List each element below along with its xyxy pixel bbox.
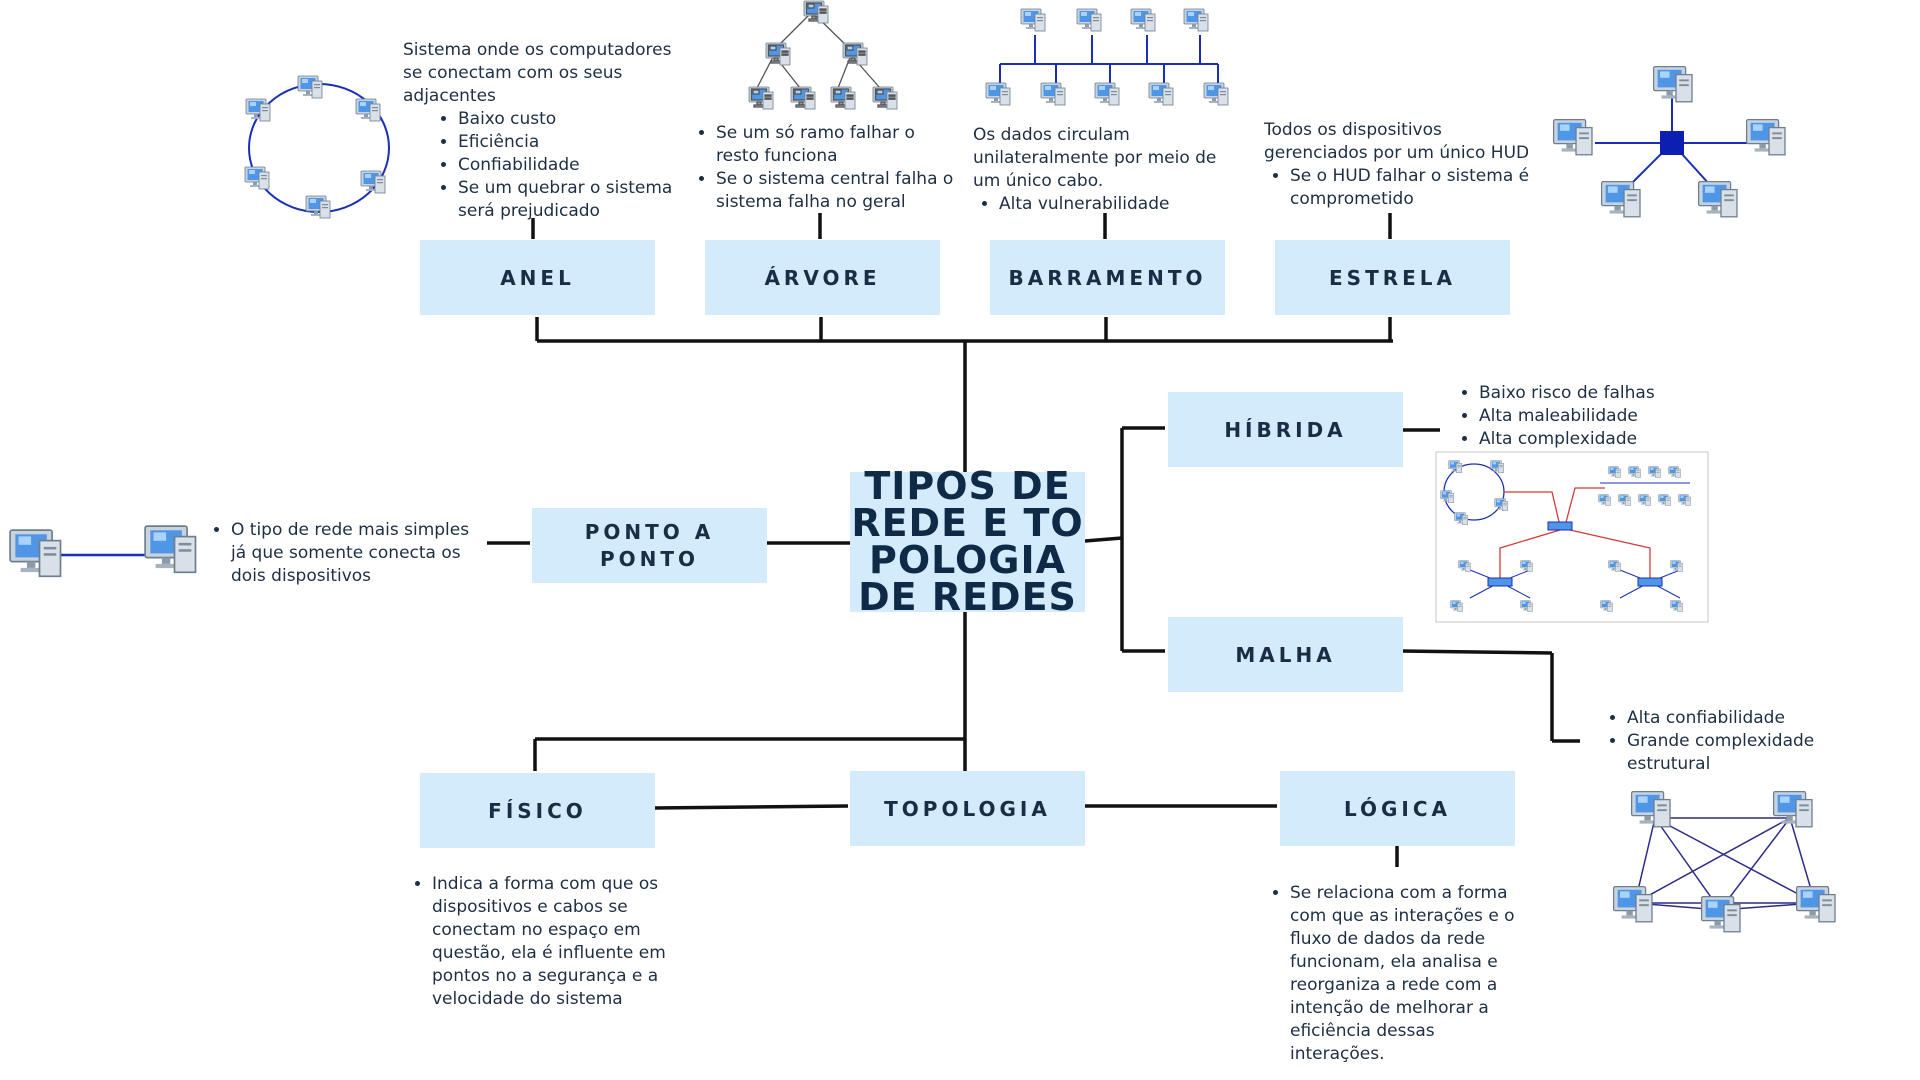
note-hibrida-item: Baixo risco de falhas (1479, 382, 1713, 405)
note-barramento: Os dados circulam unilateralmente por me… (973, 124, 1243, 216)
node-ponto-label: PONTO A PONTO (584, 519, 715, 571)
note-malha: Alta confiabilidade Grande complexidade … (1601, 707, 1851, 776)
note-estrela-intro: Todos os dispositivos gerenciados por um… (1264, 120, 1530, 163)
node-logica: LÓGICA (1280, 771, 1515, 846)
note-arvore-item: Se um só ramo falhar o resto funciona (716, 122, 960, 168)
node-arvore: ÁRVORE (705, 240, 940, 315)
note-hibrida-item: Alta maleabilidade (1479, 405, 1713, 428)
note-anel-item: Confiabilidade (458, 154, 673, 177)
node-anel: ANEL (420, 240, 655, 315)
node-topologia-label: TOPOLOGIA (884, 796, 1051, 821)
node-logica-label: LÓGICA (1343, 796, 1452, 821)
node-estrela-label: ESTRELA (1329, 265, 1456, 290)
note-anel-item: Eficiência (458, 131, 673, 154)
bus-topology-illustration (985, 8, 1229, 106)
note-logica-item: Se relaciona com a forma com que as inte… (1290, 882, 1534, 1066)
node-barramento: BARRAMENTO (990, 240, 1225, 315)
note-barramento-item: Alta vulnerabilidade (999, 193, 1243, 216)
point-to-point-illustration (9, 525, 197, 578)
note-malha-item: Alta confiabilidade (1627, 707, 1851, 730)
note-ponto-item: O tipo de rede mais simples já que somen… (231, 519, 470, 588)
mesh-topology-illustration (1612, 790, 1836, 933)
note-arvore-item: Se o sistema central falha o sistema fal… (716, 168, 960, 214)
node-ponto-a-ponto: PONTO A PONTO (532, 508, 767, 583)
node-fisico: FÍSICO (420, 773, 655, 848)
node-hibrida: HÍBRIDA (1168, 392, 1403, 467)
central-title: TIPOS DE REDE E TOPOLOGIA DE REDES (851, 464, 1084, 619)
node-fisico-label: FÍSICO (488, 798, 587, 823)
ring-topology-illustration (244, 75, 390, 219)
node-arvore-label: ÁRVORE (764, 265, 881, 290)
node-anel-label: ANEL (500, 265, 575, 290)
note-anel-intro: Sistema onde os computadores se conectam… (403, 40, 672, 106)
note-anel: Sistema onde os computadores se conectam… (403, 39, 673, 223)
note-fisico-item: Indica a forma com que os dispositivos e… (432, 873, 676, 1011)
node-barramento-label: BARRAMENTO (1008, 265, 1207, 290)
node-malha-label: MALHA (1235, 642, 1336, 667)
node-estrela: ESTRELA (1275, 240, 1510, 315)
note-barramento-intro: Os dados circulam unilateralmente por me… (973, 125, 1217, 191)
note-hibrida: Baixo risco de falhas Alta maleabilidade… (1453, 382, 1713, 451)
note-estrela: Todos os dispositivos gerenciados por um… (1264, 119, 1544, 211)
note-estrela-item: Se o HUD falhar o sistema é comprometido (1290, 165, 1544, 211)
central-title-box: TIPOS DE REDE E TOPOLOGIA DE REDES (850, 467, 1085, 616)
note-hibrida-item: Alta complexidade (1479, 428, 1713, 451)
node-topologia: TOPOLOGIA (850, 771, 1085, 846)
note-logica: Se relaciona com a forma com que as inte… (1264, 882, 1534, 1066)
note-malha-item: Grande complexidade estrutural (1627, 730, 1851, 776)
note-fisico: Indica a forma com que os dispositivos e… (406, 873, 676, 1011)
note-anel-item: Se um quebrar o sistema será prejudicado (458, 177, 673, 223)
node-malha: MALHA (1168, 617, 1403, 692)
tree-topology-illustration (748, 0, 898, 110)
note-ponto: O tipo de rede mais simples já que somen… (205, 519, 470, 588)
connector-lines (487, 213, 1580, 867)
hybrid-topology-illustration (1435, 451, 1709, 623)
note-arvore: Se um só ramo falhar o resto funciona Se… (690, 122, 960, 214)
node-hibrida-label: HÍBRIDA (1224, 417, 1347, 442)
star-topology-illustration (1552, 65, 1786, 218)
note-anel-item: Baixo custo (458, 108, 673, 131)
